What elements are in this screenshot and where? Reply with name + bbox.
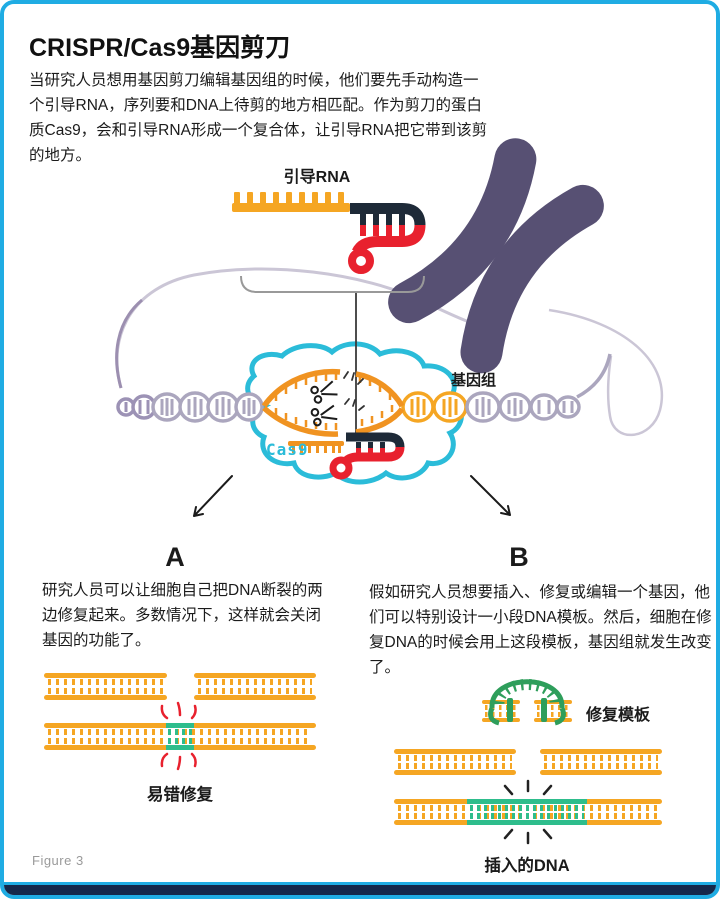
section-a-header: A: [165, 542, 185, 572]
footer-bar: [4, 882, 716, 895]
section-a-paragraph: 研究人员可以让细胞自己把DNA断裂的两边修复起来。多数情况下，这样就会关闭基因的…: [42, 582, 323, 649]
intro-paragraph: 当研究人员想用基因剪刀编辑基因组的时候，他们要先手动构造一个引导RNA，序列要和…: [29, 72, 488, 164]
scissors-icon: [310, 380, 338, 404]
section-b-header: B: [509, 542, 529, 572]
crispr-illustration: [44, 138, 663, 845]
figure-caption: Figure 3: [32, 853, 84, 868]
cut-strand-fragment: [288, 441, 344, 453]
error-spark-marks: [160, 701, 197, 771]
repair-template-illustration: [482, 679, 572, 726]
repaired-dna-a: [44, 701, 316, 771]
genome-label: 基因组: [451, 372, 497, 389]
arrow-right: [470, 475, 511, 516]
section-b-paragraph: 假如研究人员想要插入、修复或编辑一个基因，他们可以特别设计一小段DNA模板。然后…: [369, 584, 712, 676]
scissors-icon: [310, 404, 338, 427]
guide-rna-illustration: [232, 192, 426, 293]
broken-dna-b: [394, 749, 662, 775]
open-dna-bubble: [261, 368, 405, 437]
arrow-left: [193, 475, 233, 517]
branch-arrows: [193, 475, 511, 517]
repaired-dna-b: [394, 779, 662, 845]
guide-rna-in-blob: [329, 432, 405, 480]
insert-sparkle-marks: [503, 779, 553, 845]
guide-rna-label: 引导RNA: [283, 169, 351, 186]
bracket: [240, 275, 425, 293]
cas9-label: Cas9: [266, 440, 309, 459]
dna-helix-left: [116, 391, 264, 423]
chromosome-illustration: [388, 138, 604, 374]
dna-helix-right: [401, 353, 612, 423]
error-prone-repair-label: 易错修复: [147, 786, 213, 804]
repair-template-label: 修复模板: [586, 707, 651, 724]
inserted-dna-label: 插入的DNA: [484, 857, 570, 875]
page-title: CRISPR/Cas9基因剪刀: [29, 34, 291, 62]
broken-dna-a: [44, 673, 316, 700]
cut-marks: [343, 371, 365, 411]
